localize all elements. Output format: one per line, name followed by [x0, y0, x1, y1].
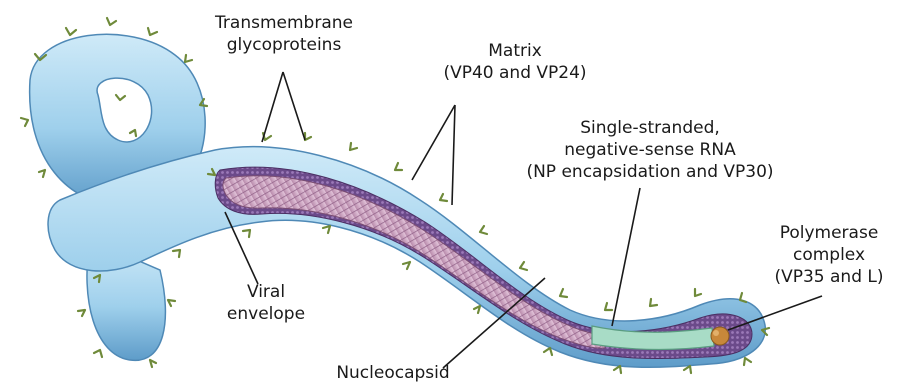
label-line: (VP40 and VP24): [430, 62, 600, 84]
polymerase-complex: [711, 327, 729, 345]
label-line: (NP encapsidation and VP30): [520, 161, 780, 183]
leader-transmembrane: [262, 72, 305, 142]
label-line: (VP35 and L): [760, 266, 898, 288]
label-transmembrane-glycoproteins: Transmembrane glycoproteins: [186, 12, 382, 56]
label-viral-envelope: Viral envelope: [216, 281, 316, 325]
leader-rna: [612, 188, 640, 326]
label-rna: Single-stranded, negative-sense RNA (NP …: [520, 117, 780, 183]
label-line: Polymerase: [760, 222, 898, 244]
label-line: glycoproteins: [186, 34, 382, 56]
label-line: envelope: [216, 303, 316, 325]
label-nucleocapsid: Nucleocapsid: [318, 362, 468, 384]
label-line: Nucleocapsid: [318, 362, 468, 384]
leader-matrix: [412, 105, 455, 205]
label-line: Matrix: [430, 40, 600, 62]
label-line: complex: [760, 244, 898, 266]
label-line: Single-stranded,: [520, 117, 780, 139]
label-line: negative-sense RNA: [520, 139, 780, 161]
label-polymerase-complex: Polymerase complex (VP35 and L): [760, 222, 898, 288]
label-line: Viral: [216, 281, 316, 303]
label-line: Transmembrane: [186, 12, 382, 34]
label-matrix: Matrix (VP40 and VP24): [430, 40, 600, 84]
